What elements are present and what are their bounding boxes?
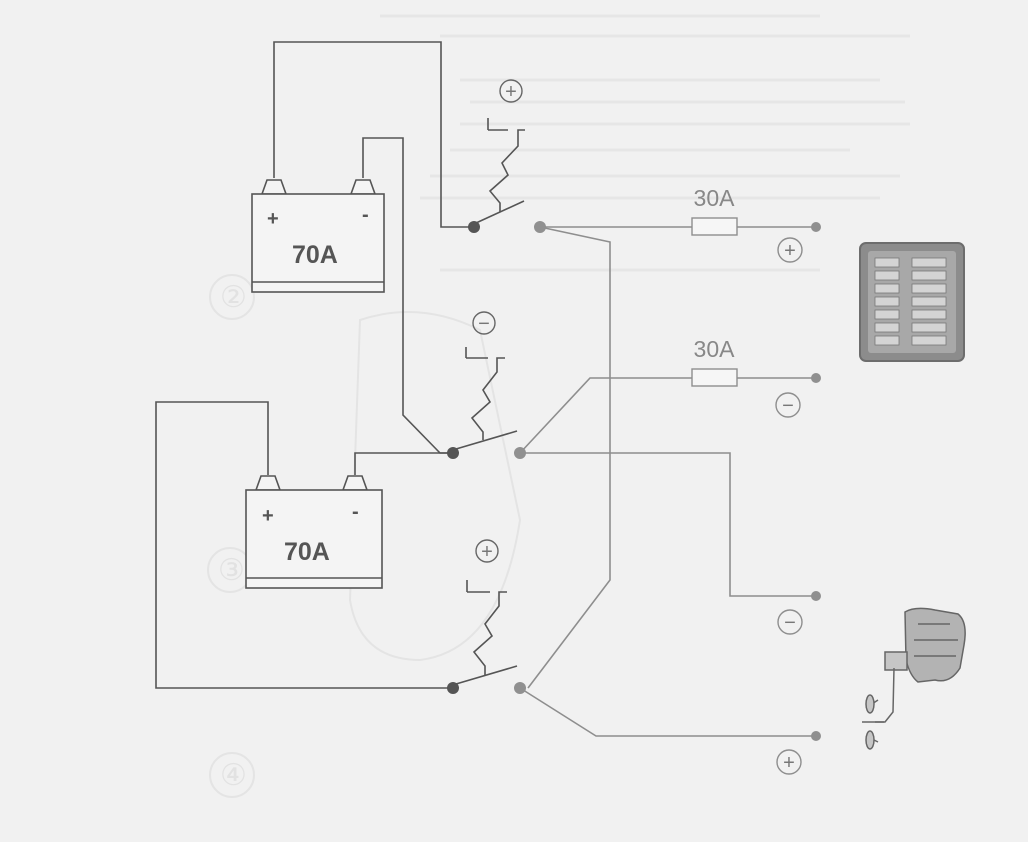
fuse-panel-icon: [859, 242, 965, 362]
switch-actuator: [488, 129, 525, 212]
switch-2: −: [447, 311, 526, 459]
wire-switch3-to-motor: [519, 687, 816, 737]
output-polarity-circle: [775, 392, 801, 418]
battery-minus-sign: -: [362, 204, 369, 226]
switch-3: +: [447, 539, 526, 694]
battery-capacity-label: 70A: [284, 538, 330, 566]
battery-plus-sign: +: [262, 505, 274, 527]
fuse-rating: 30A: [694, 185, 736, 211]
switch-contact-in: [468, 221, 480, 233]
fuse-rating: 30A: [694, 336, 736, 362]
battery-body: [251, 193, 385, 293]
fuse-body: [691, 217, 738, 236]
battery-capacity-label: 70A: [292, 241, 338, 269]
dark-wires: [155, 41, 474, 689]
motor-engine-detail: [914, 623, 958, 657]
battery-terminal-minus: [341, 475, 369, 491]
switch-polarity-circle: [472, 311, 496, 335]
motor-engine-block: [904, 607, 966, 683]
switch-1: +: [468, 79, 546, 233]
battery-minus-sign: -: [352, 501, 359, 523]
switch-polarity-sign: +: [505, 81, 517, 103]
switch-blade: [455, 430, 518, 450]
ghost-circle-2: [209, 274, 255, 320]
ghost-mark-3: ③: [218, 554, 245, 587]
wire-switch2-output: [519, 377, 816, 454]
output-polarity-sign: −: [784, 612, 796, 634]
switch-actuator: [470, 357, 505, 440]
wire-battery2-plus: [155, 401, 453, 689]
light-wires: [519, 226, 816, 737]
output-polarity-sign: +: [783, 752, 795, 774]
ghost-boat-outline: [348, 311, 522, 662]
wire-switch1-to-switch3: [527, 226, 611, 689]
output-polarity-sign: +: [784, 240, 796, 262]
output-polarity-circle: [777, 609, 803, 635]
fuse-panel-slots: [874, 257, 947, 346]
motor-propeller-blade: [865, 694, 875, 714]
motor-bracket: [884, 651, 908, 671]
wire-battery1-plus: [273, 41, 474, 228]
ghost-mark-2: ②: [220, 281, 247, 314]
output-polarity-markers: + − − +: [775, 237, 803, 775]
output-terminal: [811, 222, 821, 232]
fuse-1: 30A: [691, 185, 738, 236]
wire-battery2-minus: [354, 452, 453, 475]
outboard-motor-icon: [862, 607, 966, 750]
switch-contact-out: [514, 682, 526, 694]
switch-contact-out: [514, 447, 526, 459]
switch-blade: [455, 665, 518, 685]
switch-contact-out: [534, 221, 546, 233]
battery-plus-sign: +: [267, 208, 279, 230]
battery-1: + - 70A: [251, 179, 385, 293]
switch-contact-in: [447, 447, 459, 459]
battery-terminal-plus: [254, 475, 282, 491]
output-polarity-circle: [777, 237, 803, 263]
fuse-2: 30A: [691, 336, 738, 387]
battery-body: [245, 489, 383, 589]
switch-contact-in: [447, 682, 459, 694]
motor-propeller-blade: [865, 730, 875, 750]
background-ghost: ② ③ ④: [207, 14, 910, 798]
switch-polarity-sign: +: [481, 541, 493, 563]
fuse-body: [691, 368, 738, 387]
wire-battery1-minus: [362, 137, 453, 454]
output-terminals: [811, 222, 821, 741]
wire-switch2-to-motor: [520, 452, 816, 597]
switch-polarity-circle: [499, 79, 523, 103]
output-terminal: [811, 731, 821, 741]
output-polarity-sign: −: [782, 395, 794, 417]
ghost-text-lines: [380, 14, 910, 272]
output-terminal: [811, 591, 821, 601]
battery-terminal-plus: [260, 179, 288, 195]
switch-polarity-sign: −: [478, 313, 490, 335]
ghost-circle-4: [209, 752, 255, 798]
motor-shaft: [875, 667, 895, 723]
output-polarity-circle: [776, 749, 802, 775]
switch-actuator: [472, 591, 507, 675]
output-terminal: [811, 373, 821, 383]
battery-terminal-minus: [349, 179, 377, 195]
switch-polarity-circle: [475, 539, 499, 563]
ghost-mark-4: ④: [220, 759, 247, 792]
battery-2: + - 70A: [245, 475, 383, 589]
